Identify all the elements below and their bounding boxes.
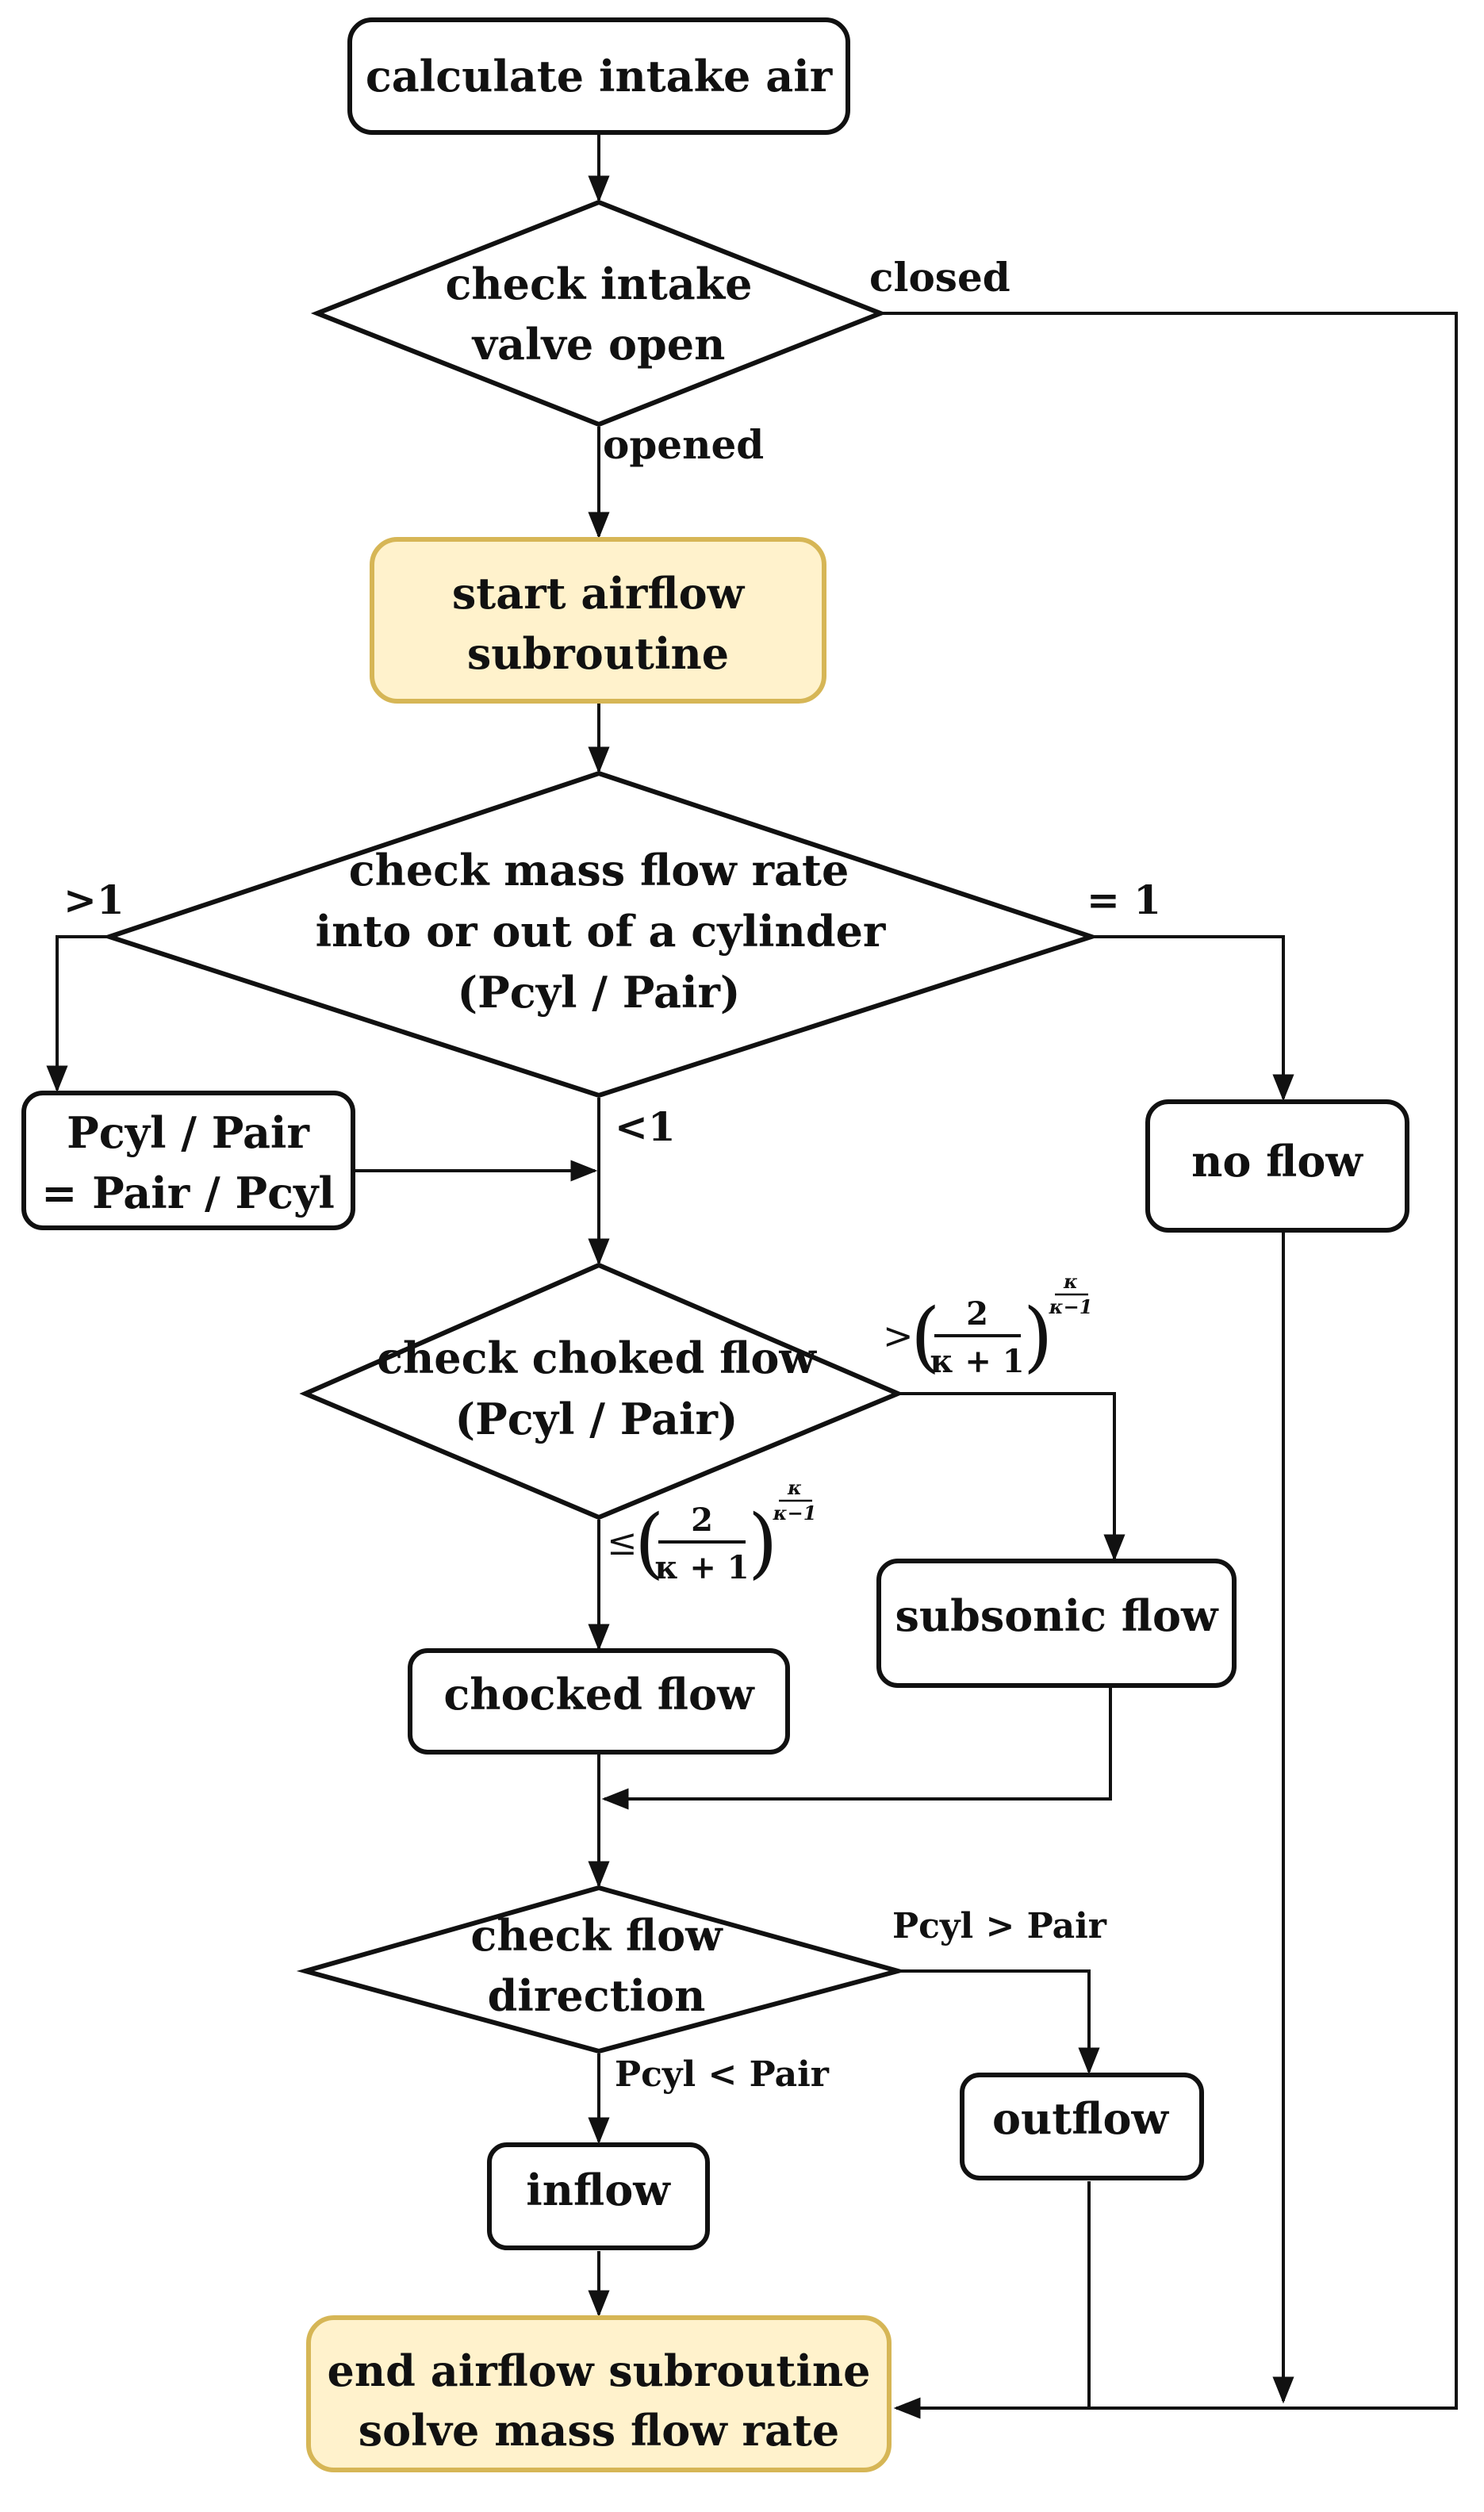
node-chocked-flow: chocked flow <box>408 1648 790 1755</box>
check-intake-valve-label-1: check intake <box>445 259 752 309</box>
check-mass-flow-label-1: check mass flow rate <box>349 845 849 895</box>
edge-labels: closed opened >1 = 1 <1 Pcyl > Pair Pcyl… <box>63 254 1161 2095</box>
node-calculate-intake-air: calculate intake air <box>347 17 850 135</box>
check-direction-label-2: direction <box>488 1970 706 2021</box>
node-check-choked-flow: check choked flow (Pcyl / Pair) <box>299 1262 904 1521</box>
formula-gt-sign: > <box>883 1314 914 1357</box>
edge-label-pcyl-lt-pair: Pcyl < Pair <box>615 2054 830 2095</box>
calculate-intake-air-label: calculate intake air <box>366 51 833 102</box>
check-mass-flow-label-3: (Pcyl / Pair) <box>458 967 741 1018</box>
edge-label-lt1: <1 <box>615 1103 676 1150</box>
edge-label-gt1: >1 <box>63 876 125 923</box>
node-pcyl-pair-swap: Pcyl / Pair = Pair / Pcyl <box>21 1091 355 1230</box>
formula-gt-exp-denominator: κ−1 <box>1049 1295 1093 1318</box>
edge-valve-closed <box>880 312 1458 2419</box>
check-mass-flow-label-2: into or out of a cylinder <box>316 906 886 957</box>
edge-label-eq1: = 1 <box>1087 876 1161 923</box>
formula-less-equal-critical: ≤ ( 2 κ + 1 ) κ κ−1 <box>607 1476 816 1587</box>
edges <box>46 135 1458 2419</box>
node-start-airflow-subroutine: start airflow subroutine <box>370 537 826 704</box>
check-intake-valve-label-2: valve open <box>472 319 726 370</box>
edge-label-opened: opened <box>603 421 764 468</box>
formula-le-sign: ≤ <box>607 1521 638 1563</box>
inflow-label: inflow <box>526 2165 671 2215</box>
swap-label-2: = Pair / Pcyl <box>41 1168 335 1218</box>
edge-mass-eq1 <box>1091 935 1294 1102</box>
start-airflow-label-1: start airflow <box>452 568 746 619</box>
node-check-intake-valve: check intake valve open <box>310 199 888 428</box>
node-check-flow-direction: check flow direction <box>296 1885 907 2054</box>
check-choked-label-1: check choked flow <box>377 1333 817 1383</box>
node-no-flow: no flow <box>1145 1099 1409 1233</box>
edge-direction-outflow <box>898 1969 1100 2075</box>
node-inflow: inflow <box>487 2142 710 2250</box>
edge-subsonic-merge <box>601 1686 1112 1810</box>
subsonic-flow-label: subsonic flow <box>895 1590 1219 1641</box>
end-airflow-label-2: solve mass flow rate <box>359 2405 840 2456</box>
formula-gt-denominator: κ + 1 <box>930 1343 1024 1380</box>
formula-le-exp-numerator: κ <box>787 1476 802 1499</box>
edge-label-pcyl-gt-pair: Pcyl > Pair <box>892 1906 1107 1946</box>
edge-label-closed: closed <box>869 254 1010 301</box>
outflow-label: outflow <box>992 2093 1170 2144</box>
formula-gt-numerator: 2 <box>966 1295 988 1333</box>
swap-label-1: Pcyl / Pair <box>67 1107 309 1158</box>
formula-gt-exp-numerator: κ <box>1063 1270 1078 1293</box>
formula-le-denominator: κ + 1 <box>654 1549 749 1586</box>
start-airflow-label-2: subroutine <box>467 628 729 679</box>
node-check-mass-flow-rate: check mass flow rate into or out of a cy… <box>102 770 1099 1099</box>
formula-le-right-paren: ) <box>748 1498 777 1587</box>
formula-greater-than-critical: > ( 2 κ + 1 ) κ κ−1 <box>883 1270 1092 1381</box>
edge-choked-gt <box>898 1392 1125 1562</box>
check-direction-label-1: check flow <box>470 1910 723 1961</box>
formula-le-numerator: 2 <box>691 1501 713 1539</box>
chocked-flow-label: chocked flow <box>443 1669 755 1720</box>
formula-gt-right-paren: ) <box>1023 1292 1053 1381</box>
edge-mass-gt1 <box>46 935 109 1093</box>
end-airflow-label-1: end airflow subroutine <box>328 2345 871 2396</box>
node-end-airflow-subroutine: end airflow subroutine solve mass flow r… <box>306 2315 892 2472</box>
formula-le-exp-denominator: κ−1 <box>773 1501 817 1524</box>
check-choked-label-2: (Pcyl / Pair) <box>455 1394 738 1444</box>
node-outflow: outflow <box>960 2073 1204 2180</box>
no-flow-label: no flow <box>1191 1136 1363 1187</box>
node-subsonic-flow: subsonic flow <box>876 1559 1237 1688</box>
